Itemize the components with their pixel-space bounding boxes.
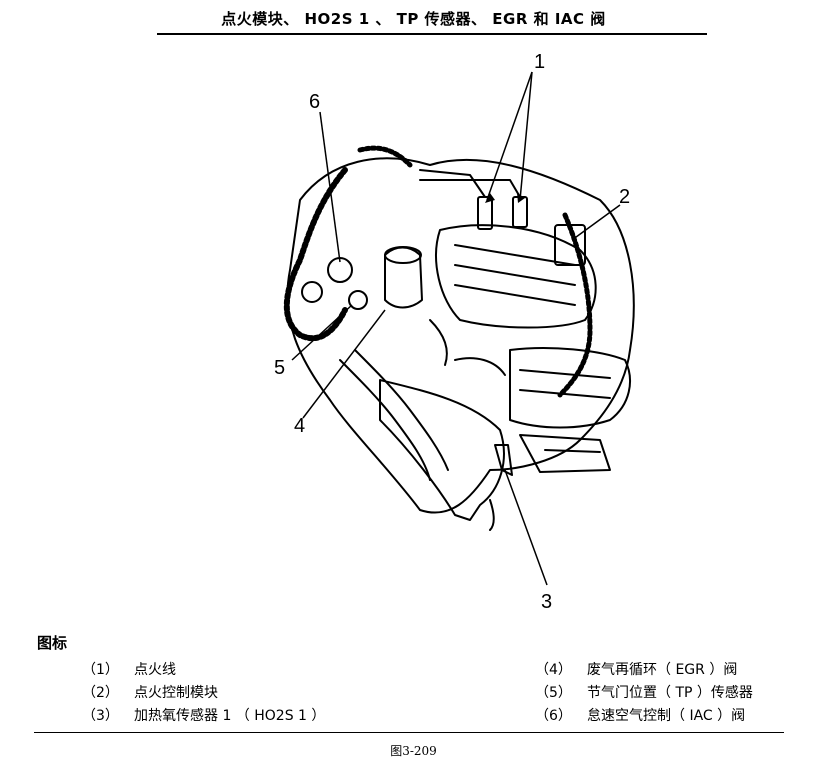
legend-label: 怠速空气控制（ IAC ）阀 bbox=[587, 708, 746, 724]
legend-item-6: （6） 怠速空气控制（ IAC ）阀 bbox=[535, 706, 745, 726]
page-title: 点火模块、 HO2S 1 、 TP 传感器、 EGR 和 IAC 阀 bbox=[221, 10, 606, 28]
callout-4: 4 bbox=[294, 415, 305, 437]
legend-label: 废气再循环（ EGR ）阀 bbox=[587, 662, 738, 678]
legend-label: 加热氧传感器 1 （ HO2S 1 ） bbox=[134, 708, 326, 724]
figure-caption: 图3-209 bbox=[390, 744, 437, 758]
legend-heading: 图标 bbox=[37, 634, 68, 652]
legend-item-3: （3） 加热氧传感器 1 （ HO2S 1 ） bbox=[82, 706, 325, 726]
legend-item-4: （4） 废气再循环（ EGR ）阀 bbox=[535, 660, 737, 680]
legend-label: 节气门位置（ TP ）传感器 bbox=[587, 685, 753, 701]
legend-number: （2） bbox=[82, 685, 119, 701]
legend-item-5: （5） 节气门位置（ TP ）传感器 bbox=[535, 683, 753, 703]
callout-3: 3 bbox=[541, 591, 552, 613]
legend-number: （4） bbox=[535, 662, 572, 678]
legend-number: （1） bbox=[82, 662, 119, 678]
legend-label: 点火线 bbox=[134, 662, 176, 678]
legend-number: （6） bbox=[535, 708, 572, 724]
callout-1: 1 bbox=[534, 51, 545, 73]
legend-bottom-rule bbox=[34, 732, 784, 733]
legend-number: （3） bbox=[82, 708, 119, 724]
legend-number: （5） bbox=[535, 685, 572, 701]
callout-6: 6 bbox=[309, 91, 320, 113]
title-underline bbox=[157, 33, 707, 35]
legend-item-2: （2） 点火控制模块 bbox=[82, 683, 218, 703]
legend-item-1: （1） 点火线 bbox=[82, 660, 176, 680]
legend-label: 点火控制模块 bbox=[134, 685, 218, 701]
engine-diagram: 1 2 3 4 5 6 bbox=[274, 51, 635, 613]
callout-5: 5 bbox=[274, 357, 285, 379]
callout-2: 2 bbox=[619, 186, 630, 208]
